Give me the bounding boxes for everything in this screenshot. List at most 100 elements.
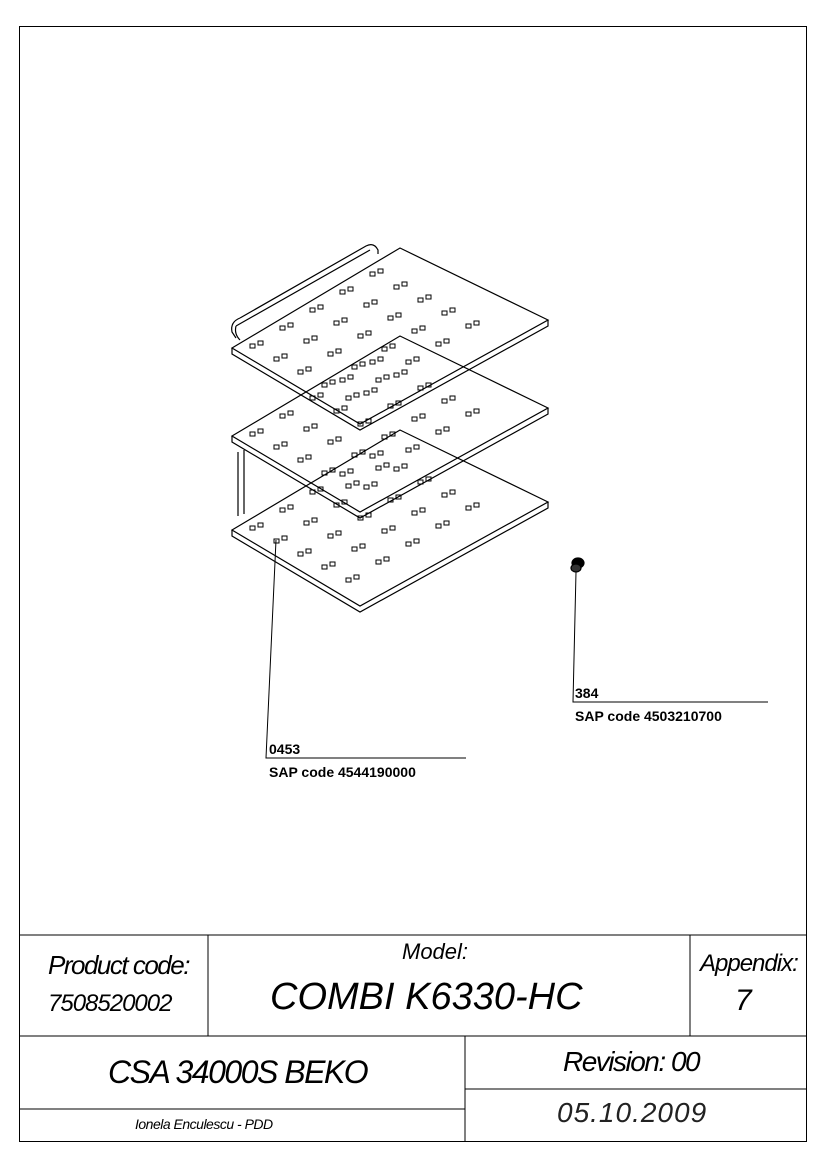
slot [359,543,366,549]
slot [383,556,390,562]
slot [287,504,294,510]
slot [443,520,450,526]
slot [339,289,346,295]
slot [249,525,256,531]
slot [473,502,480,508]
slot [395,494,402,500]
slot [353,392,360,398]
slot [341,317,348,323]
slot [417,479,424,485]
slot [387,315,394,321]
slot [435,429,442,435]
slot [345,577,352,583]
slot [351,546,358,552]
slot [371,299,378,305]
slot [405,359,412,365]
slot [317,304,324,310]
slot [353,480,360,486]
slot [347,468,354,474]
slot [411,510,418,516]
slot [383,462,390,468]
slot [327,351,334,357]
slot [273,538,280,544]
slot [287,322,294,328]
slot [443,338,450,344]
shelf-bottom [230,429,550,613]
slot [309,489,316,495]
slot [419,507,426,513]
slot [369,359,376,365]
slot [441,492,448,498]
slot [341,405,348,411]
slot [369,453,376,459]
slot [441,398,448,404]
slot [345,395,352,401]
slot [353,574,360,580]
slot [357,515,364,521]
slot [357,421,364,427]
slot [303,426,310,432]
slot [339,471,346,477]
slot [377,450,384,456]
slot [279,507,286,513]
slot [279,325,286,331]
slot [395,312,402,318]
slot [311,423,318,429]
slot [377,268,384,274]
slot [417,385,424,391]
slot [303,520,310,526]
slot [347,374,354,380]
drawing-frame [19,26,807,1142]
perforation-slots [249,268,480,583]
slot [309,307,316,313]
slot [365,512,372,518]
slot [305,366,312,372]
slot [393,284,400,290]
slot [339,377,346,383]
part-number-384: 384 [575,685,599,701]
slot [321,564,328,570]
slot [413,538,420,544]
slot [351,452,358,458]
model-label: Model: [402,939,469,964]
slot [381,346,388,352]
slot [303,338,310,344]
slot [363,390,370,396]
slot [375,377,382,383]
slot [389,343,396,349]
slot [287,410,294,416]
slot [401,281,408,287]
slot [279,413,286,419]
model-value: COMBI K6330-HC [270,976,583,1018]
slot [249,431,256,437]
slot [413,444,420,450]
slot [419,413,426,419]
slot [311,517,318,523]
slot [281,353,288,359]
slot [425,476,432,482]
shelf-wire [237,450,245,516]
slot [357,333,364,339]
slot [419,325,426,331]
slot [371,387,378,393]
slot [381,528,388,534]
slot [309,395,316,401]
slot [257,428,264,434]
slot [363,484,370,490]
slot [411,416,418,422]
slot [335,436,342,442]
slot [257,522,264,528]
product-name: CSA 34000S BEKO [108,1054,369,1090]
slot [257,340,264,346]
slot [395,400,402,406]
leader-lines [265,539,768,759]
slot [317,392,324,398]
slot [435,523,442,529]
slot [377,356,384,362]
slot [401,463,408,469]
slot [389,525,396,531]
slot [465,323,472,329]
slot [435,341,442,347]
slot [387,403,394,409]
slot [365,330,372,336]
